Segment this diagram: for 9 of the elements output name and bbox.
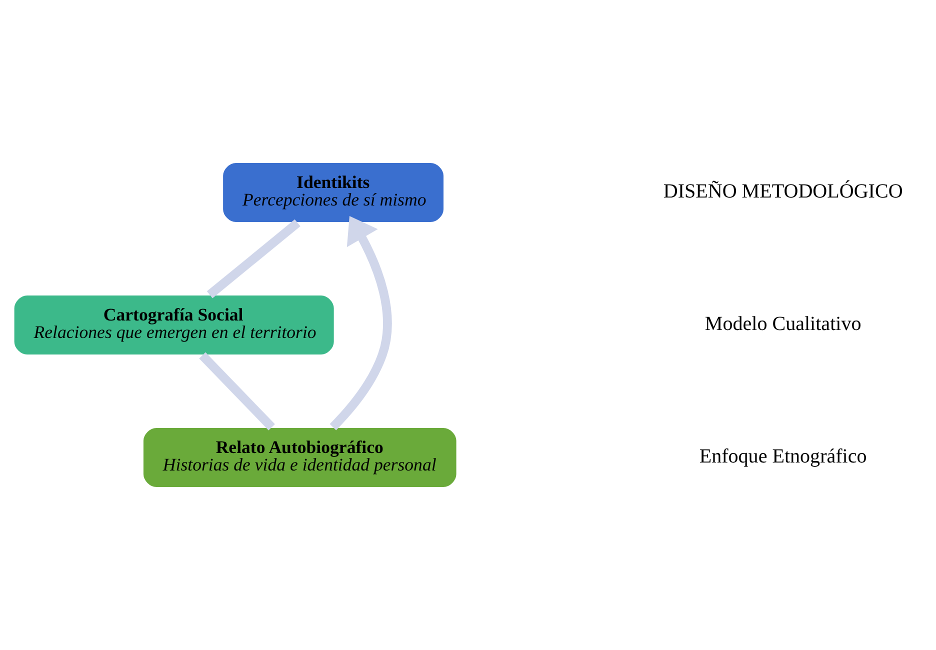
- node-box: Cartografía Social Relaciones que emergen en el territorio: [13, 294, 335, 356]
- label: DISEÑO METODOLÓGICO: [663, 180, 903, 202]
- connector: [206, 219, 300, 298]
- connector: [199, 352, 275, 430]
- label: Modelo Cualitativo: [704, 312, 862, 335]
- label: Enfoque Etnográfico: [699, 445, 867, 468]
- node-box: Identikits Percepciones de sí mismo: [222, 162, 445, 224]
- arrow: [330, 216, 392, 430]
- node-box: Relato Autobiográfico Historias de vida e identidad personal: [142, 426, 458, 488]
